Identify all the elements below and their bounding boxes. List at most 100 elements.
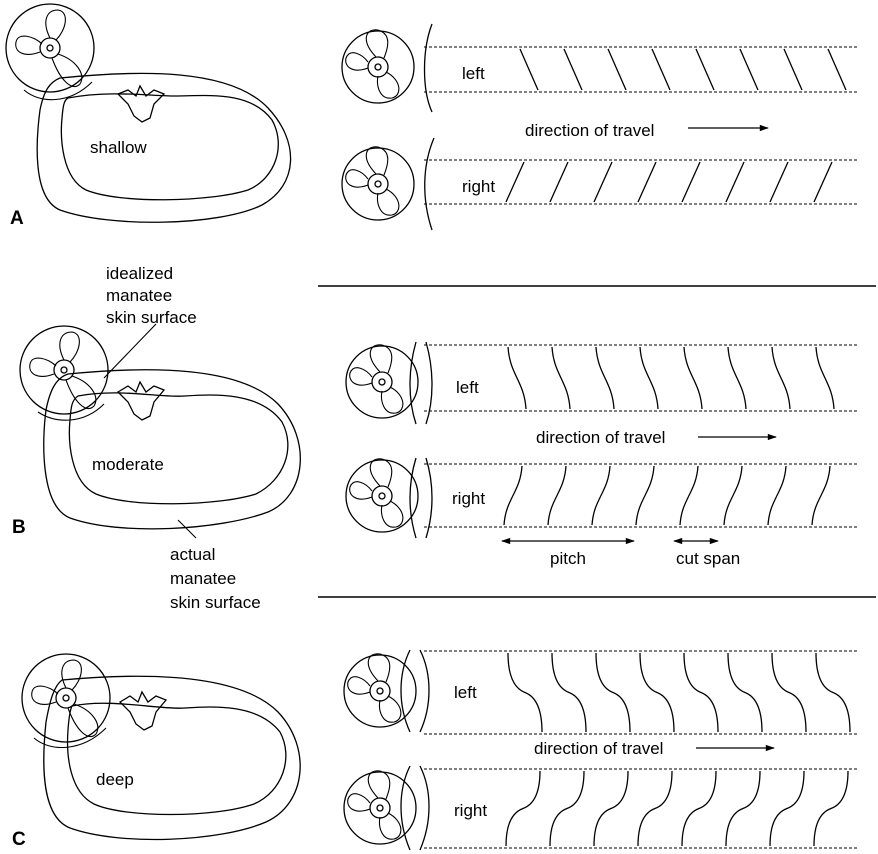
propeller-icon bbox=[5, 3, 95, 93]
depth-label: shallow bbox=[90, 138, 147, 157]
propeller-arc bbox=[37, 403, 105, 421]
panel-c: deep C l bbox=[12, 649, 858, 851]
propeller-icon bbox=[343, 653, 417, 728]
cut-mark bbox=[507, 346, 527, 410]
skin-arc bbox=[425, 341, 433, 425]
cut-mark bbox=[727, 652, 763, 733]
inner-body-outline bbox=[60, 93, 279, 201]
propeller-icon bbox=[343, 770, 417, 845]
cut-mark bbox=[769, 161, 789, 203]
propeller-icon bbox=[341, 146, 415, 221]
cut-marks bbox=[507, 652, 851, 733]
track-left-b: left bbox=[345, 341, 858, 425]
track-right-b: right bbox=[345, 457, 858, 539]
cut-mark bbox=[637, 161, 657, 203]
panel-a: shallow A left bbox=[5, 3, 858, 231]
skin-arc bbox=[424, 137, 435, 231]
cut-mark bbox=[639, 346, 659, 410]
idealized-skin-label: idealized manatee skin surface bbox=[106, 264, 197, 327]
label-line: skin surface bbox=[106, 308, 197, 327]
cut-mark bbox=[813, 161, 833, 203]
manatee-cross-section-a: shallow bbox=[5, 3, 292, 223]
outer-skin-outline bbox=[43, 675, 301, 841]
cut-mark bbox=[681, 161, 701, 203]
direction-label: direction of travel bbox=[525, 121, 654, 140]
cut-mark bbox=[767, 465, 787, 526]
direction-label: direction of travel bbox=[534, 739, 663, 758]
skin-arc bbox=[423, 23, 433, 113]
label-line: manatee bbox=[170, 569, 236, 588]
cut-mark bbox=[683, 652, 719, 733]
propeller-icon bbox=[21, 653, 111, 743]
label-line: idealized bbox=[106, 264, 173, 283]
cut-marks bbox=[507, 346, 835, 410]
skin-arc bbox=[419, 765, 430, 851]
cut-mark bbox=[827, 48, 847, 91]
cut-marks bbox=[503, 465, 831, 526]
propeller-icon bbox=[341, 29, 415, 104]
panel-letter: C bbox=[12, 829, 26, 850]
track-label: right bbox=[452, 489, 485, 508]
pitch-label: pitch bbox=[550, 549, 586, 568]
vertebra-icon bbox=[116, 84, 166, 123]
cut-mark bbox=[783, 48, 803, 91]
depth-label: deep bbox=[96, 770, 134, 789]
cut-mark bbox=[815, 346, 835, 410]
cut-mark bbox=[723, 465, 743, 526]
cut-mark bbox=[771, 652, 807, 733]
cut-mark bbox=[519, 48, 539, 91]
track-label: left bbox=[462, 64, 485, 83]
cut-mark bbox=[769, 770, 805, 847]
cut-mark bbox=[683, 346, 703, 410]
track-right-a: right bbox=[341, 137, 858, 231]
cut-mark bbox=[563, 48, 583, 91]
actual-leader bbox=[177, 519, 197, 539]
label-line: manatee bbox=[106, 286, 172, 305]
propeller-arc bbox=[23, 81, 93, 101]
cut-mark bbox=[725, 161, 745, 203]
cut-mark bbox=[549, 770, 585, 847]
track-left-c: left bbox=[343, 649, 858, 735]
propeller-arc bbox=[33, 727, 107, 748]
label-line: skin surface bbox=[170, 593, 261, 612]
cut-mark bbox=[551, 346, 571, 410]
skin-arc bbox=[419, 649, 430, 733]
cut-mark bbox=[507, 652, 543, 733]
outer-skin-outline bbox=[36, 72, 292, 223]
outer-skin-outline bbox=[43, 369, 301, 530]
cut-mark bbox=[679, 465, 699, 526]
cut-marks bbox=[505, 770, 849, 847]
cut-mark bbox=[681, 770, 717, 847]
cut-marks bbox=[519, 48, 847, 91]
cut-mark bbox=[727, 346, 747, 410]
track-left-a: left bbox=[341, 23, 858, 113]
track-label: left bbox=[456, 378, 479, 397]
cut-mark bbox=[695, 48, 715, 91]
cut-mark bbox=[591, 465, 611, 526]
cut-mark bbox=[503, 465, 523, 526]
cut-mark bbox=[505, 161, 525, 203]
cut-mark bbox=[815, 652, 851, 733]
cut-mark bbox=[593, 161, 613, 203]
cut-mark bbox=[547, 465, 567, 526]
cut-mark bbox=[549, 161, 569, 203]
propeller-icon bbox=[345, 458, 419, 533]
depth-label: moderate bbox=[92, 455, 164, 474]
track-label: right bbox=[462, 177, 495, 196]
cut-marks bbox=[505, 161, 833, 203]
skin-arc bbox=[425, 457, 433, 539]
cut-mark bbox=[811, 465, 831, 526]
idealized-leader bbox=[103, 323, 157, 379]
inner-body-outline bbox=[68, 392, 289, 505]
vertebra-icon bbox=[116, 380, 166, 421]
cut-mark bbox=[595, 346, 615, 410]
skin-arc bbox=[409, 341, 417, 425]
cut-mark bbox=[635, 465, 655, 526]
panel-letter: B bbox=[12, 517, 26, 538]
track-right-c: right bbox=[343, 765, 858, 851]
skin-arc bbox=[400, 649, 411, 733]
cut-mark bbox=[505, 770, 541, 847]
cut-mark bbox=[595, 652, 631, 733]
